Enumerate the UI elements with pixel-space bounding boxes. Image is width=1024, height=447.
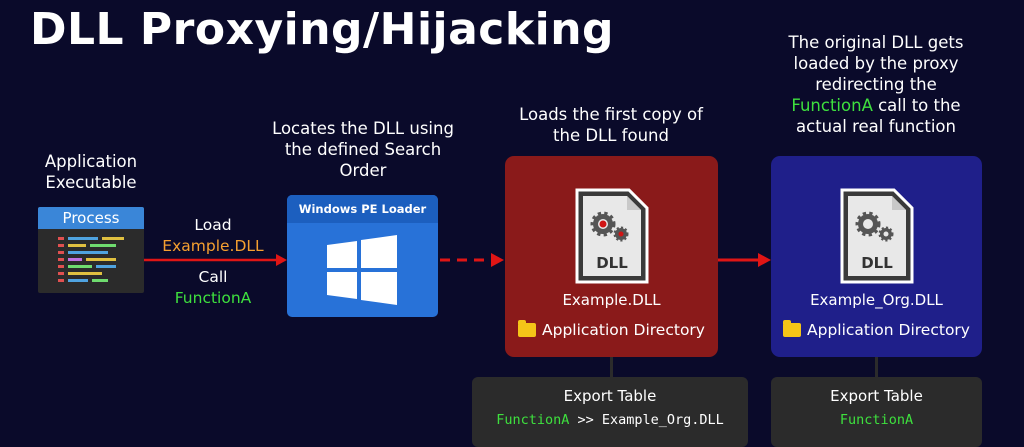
original-caption-line3: redirecting the bbox=[815, 75, 937, 94]
proxy-export-entry: FunctionA >> Example_Org.DLL bbox=[472, 412, 748, 428]
proxy-caption: Loads the first copy of the DLL found bbox=[490, 104, 732, 146]
dll-file-icon: DLL bbox=[575, 188, 649, 284]
original-caption-line4: FunctionA call to the bbox=[760, 95, 992, 116]
proxy-export-function: FunctionA bbox=[496, 412, 570, 428]
original-export-title: Export Table bbox=[830, 387, 923, 405]
load-dll-name: Example.DLL bbox=[162, 237, 264, 255]
call-function-name: FunctionA bbox=[174, 289, 252, 307]
loader-caption: Locates the DLL using the defined Search… bbox=[262, 118, 464, 181]
app-caption-line2: Executable bbox=[45, 173, 137, 192]
original-stem bbox=[875, 357, 878, 377]
proxy-caption-line2: the DLL found bbox=[553, 126, 669, 145]
search-arrow bbox=[440, 253, 504, 267]
load-label: Load bbox=[194, 216, 232, 234]
original-dll-name: Example_Org.DLL bbox=[810, 291, 943, 309]
windows-pe-loader: Windows PE Loader bbox=[287, 195, 438, 317]
page-title: DLL Proxying/Hijacking bbox=[30, 4, 615, 55]
proxy-dll-box: DLL Example.DLL Application Directory bbox=[505, 156, 718, 357]
dll-file-label: DLL bbox=[596, 254, 628, 272]
original-caption-line1: The original DLL gets bbox=[788, 33, 964, 52]
original-directory-label: Application Directory bbox=[807, 321, 970, 339]
proxy-export-forward: >> Example_Org.DLL bbox=[577, 412, 724, 428]
original-caption: The original DLL gets loaded by the prox… bbox=[760, 32, 992, 137]
proxy-dll-name: Example.DLL bbox=[562, 291, 661, 309]
original-export-table: Export Table FunctionA bbox=[771, 377, 982, 447]
folder-icon bbox=[518, 320, 536, 337]
loader-header: Windows PE Loader bbox=[287, 195, 438, 223]
process-window: Process bbox=[38, 207, 144, 293]
proxy-stem bbox=[610, 357, 613, 377]
arrows-layer bbox=[144, 253, 771, 267]
call-label-group: Call FunctionA bbox=[150, 267, 276, 309]
loader-caption-line3: Order bbox=[339, 161, 387, 180]
original-caption-line2: loaded by the proxy bbox=[793, 54, 959, 73]
proxy-directory-label: Application Directory bbox=[542, 321, 705, 339]
app-caption-line1: Application bbox=[44, 152, 138, 171]
dll-file-label: DLL bbox=[861, 254, 893, 272]
loader-caption-line2: the defined Search bbox=[284, 140, 442, 159]
original-caption-line4-rest: call to the bbox=[872, 96, 961, 115]
proxy-export-title: Export Table bbox=[563, 387, 657, 405]
call-label: Call bbox=[198, 268, 228, 286]
original-dll-box: DLL Example_Org.DLL Application Director… bbox=[771, 156, 982, 357]
original-export-function: FunctionA bbox=[839, 412, 914, 428]
original-caption-function: FunctionA bbox=[791, 96, 873, 115]
windows-logo-icon bbox=[327, 235, 397, 305]
app-caption: Application Executable bbox=[20, 151, 162, 193]
original-directory: Application Directory bbox=[771, 320, 982, 339]
process-label: Process bbox=[38, 207, 144, 229]
load-label-group: Load Example.DLL bbox=[150, 215, 276, 257]
proxy-export-table: Export Table FunctionA >> Example_Org.DL… bbox=[472, 377, 748, 447]
folder-icon bbox=[783, 320, 801, 337]
load-arrow bbox=[144, 254, 287, 266]
original-caption-line5: actual real function bbox=[796, 117, 956, 136]
dll-file-icon: DLL bbox=[840, 188, 914, 284]
proxy-directory: Application Directory bbox=[505, 320, 718, 339]
redirect-arrow bbox=[718, 253, 771, 267]
loader-caption-line1: Locates the DLL using bbox=[272, 119, 454, 138]
proxy-caption-line1: Loads the first copy of bbox=[519, 105, 703, 124]
code-lines-icon bbox=[58, 237, 124, 282]
